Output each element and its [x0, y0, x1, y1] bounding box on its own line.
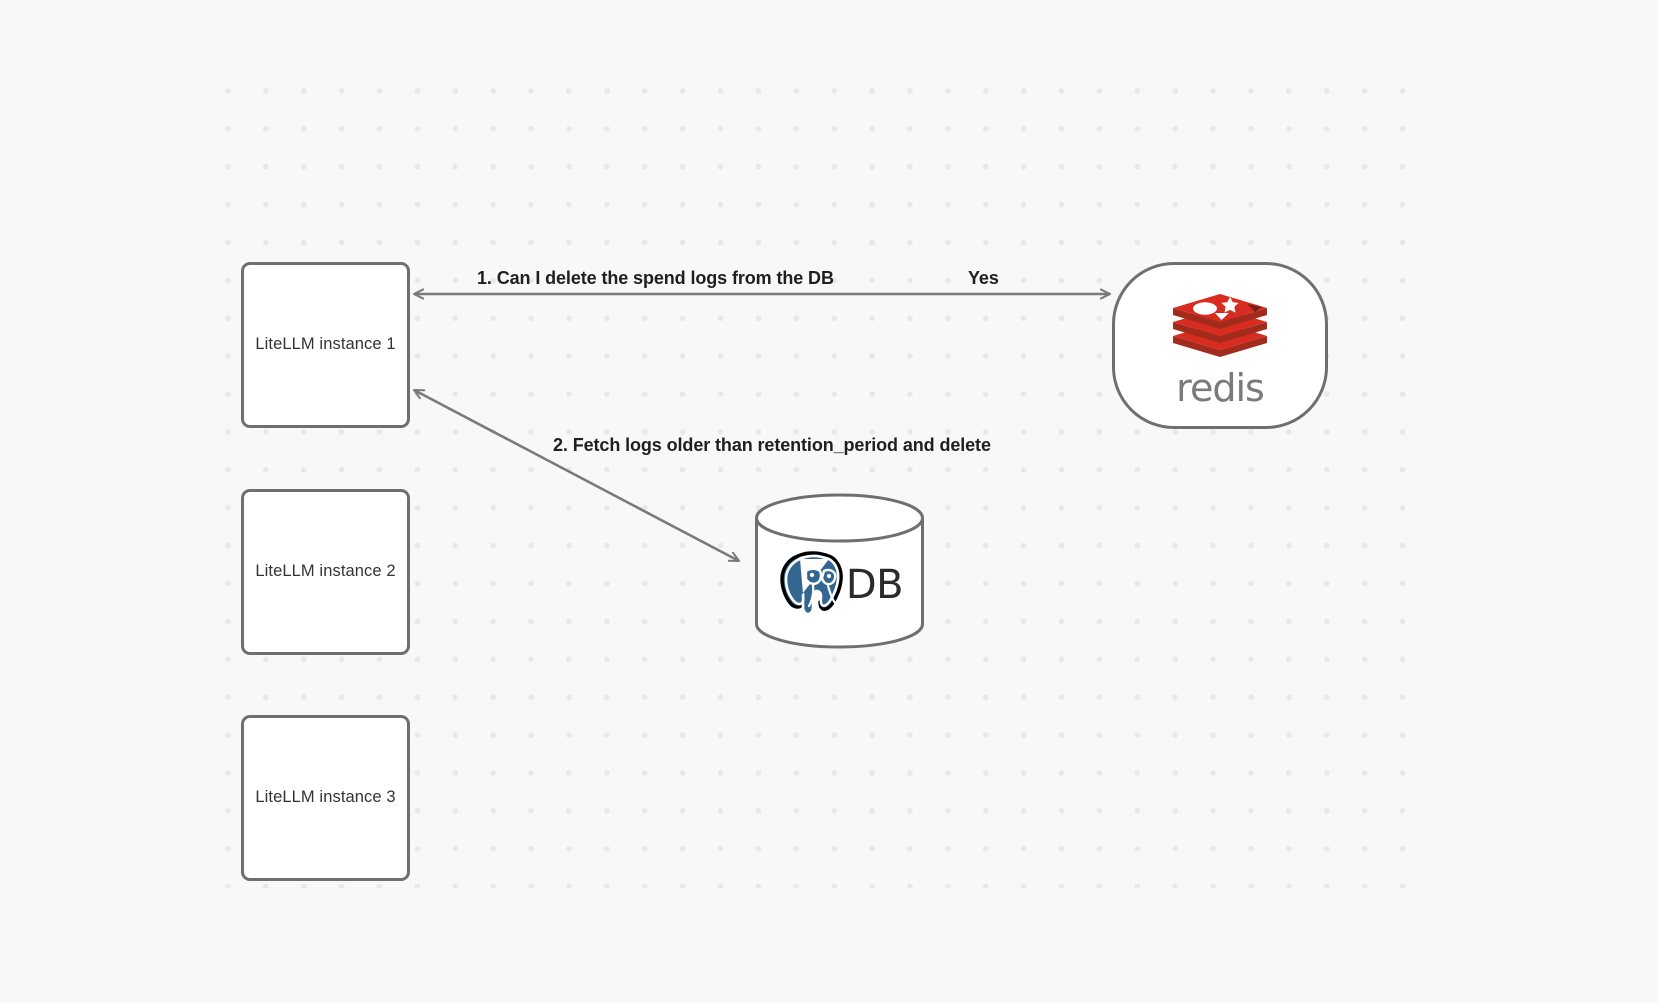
node-database[interactable]: DB [754, 493, 925, 649]
node-litellm-instance-2[interactable]: LiteLLM instance 2 [241, 489, 410, 655]
edge-label-step-2: 2. Fetch logs older than retention_perio… [553, 435, 991, 455]
node-redis[interactable]: redis [1112, 262, 1328, 429]
edge-instance1-database [414, 388, 739, 563]
database-label: DB [845, 562, 904, 608]
node-label: LiteLLM instance 2 [255, 562, 396, 581]
node-label: LiteLLM instance 1 [255, 335, 396, 354]
node-label: LiteLLM instance 3 [255, 788, 396, 807]
node-litellm-instance-1[interactable]: LiteLLM instance 1 [241, 262, 410, 428]
node-litellm-instance-3[interactable]: LiteLLM instance 3 [241, 715, 410, 881]
edge-label-redis-reply: Yes [968, 268, 999, 288]
postgresql-elephant-icon [780, 551, 843, 616]
redis-wordmark: redis [1176, 365, 1265, 410]
redis-logo-icon [1169, 293, 1271, 367]
edge-label-step-1: 1. Can I delete the spend logs from the … [477, 268, 834, 288]
